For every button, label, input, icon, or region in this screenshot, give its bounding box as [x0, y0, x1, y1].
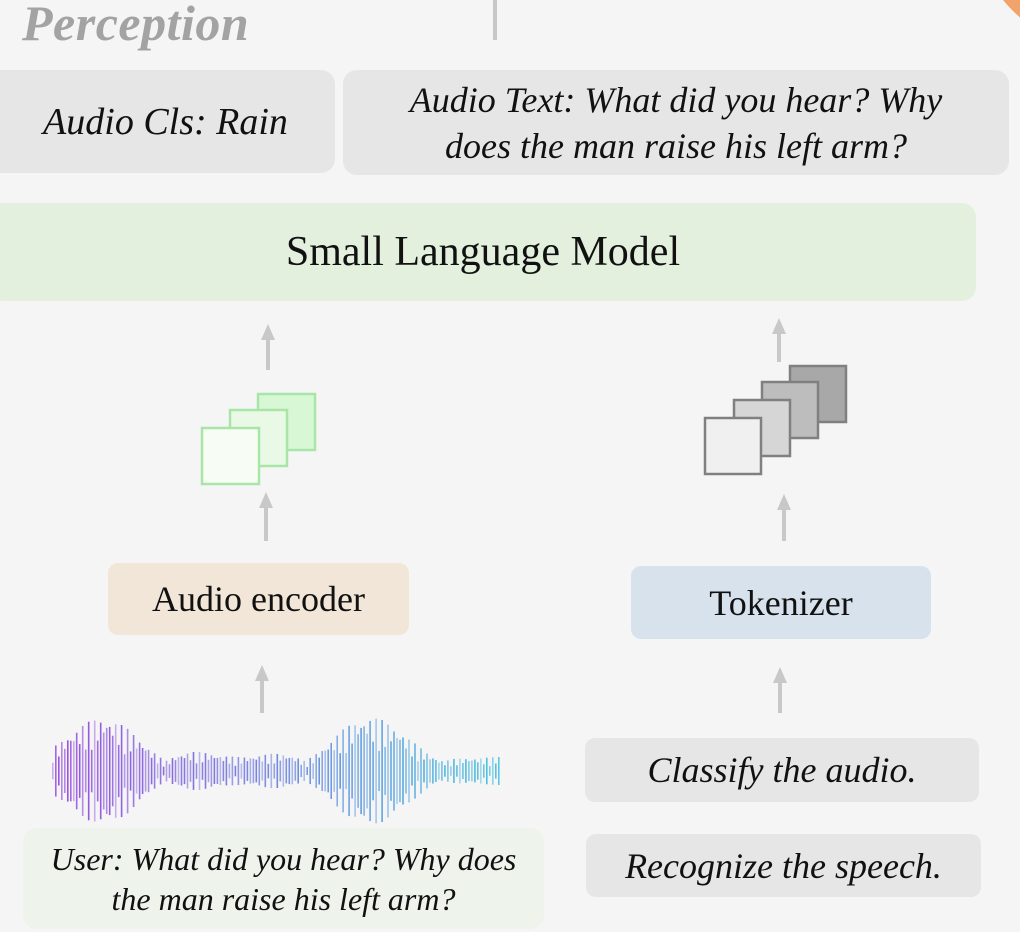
audio-token-front: [200, 426, 261, 486]
small-language-model-box: Small Language Model: [0, 203, 976, 301]
arrow-waveform-to-encoder: [255, 665, 269, 713]
tokenizer-box: Tokenizer: [631, 566, 931, 639]
tokenizer-label: Tokenizer: [709, 582, 853, 623]
text-token-stack-icon: [703, 364, 848, 476]
arrow-encoder-to-model: [261, 324, 275, 370]
arrow-encoder-to-audio-tokens: [259, 492, 273, 541]
arrow-tokens-to-model: [772, 318, 786, 362]
top-divider: [493, 0, 497, 40]
prompt-classify: Classify the audio.: [585, 738, 979, 802]
audio-text-line-1: Audio Text: What did you hear? Why: [409, 79, 943, 120]
audio-text-output: Audio Text: What did you hear? Why does …: [343, 70, 1009, 175]
small-language-model-label: Small Language Model: [285, 229, 681, 275]
audio-encoder-box: Audio encoder: [108, 563, 409, 635]
audio-waveform-icon: [52, 718, 500, 824]
text-token-front: [703, 416, 763, 476]
corner-accent: [1003, 0, 1020, 18]
audio-cls-label: Audio Cls: Rain: [43, 100, 288, 143]
audio-token-stack-icon: [200, 392, 317, 486]
arrow-prompts-to-tokenizer: [773, 667, 787, 713]
arrow-tokenizer-to-tokens: [777, 494, 791, 541]
prompt-recognize-label: Recognize the speech.: [625, 845, 942, 886]
user-query-line-1: User: What did you hear? Why does: [50, 840, 517, 877]
section-title: Perception: [22, 0, 250, 51]
audio-cls-output: Audio Cls: Rain: [0, 70, 335, 173]
audio-text-line-2: does the man raise his left arm?: [445, 125, 907, 166]
user-query-box: User: What did you hear? Why does the ma…: [23, 828, 544, 929]
prompt-classify-label: Classify the audio.: [647, 750, 917, 790]
prompt-recognize: Recognize the speech.: [586, 834, 981, 897]
user-query-line-2: the man raise his left arm?: [111, 880, 456, 917]
audio-encoder-label: Audio encoder: [152, 579, 365, 619]
